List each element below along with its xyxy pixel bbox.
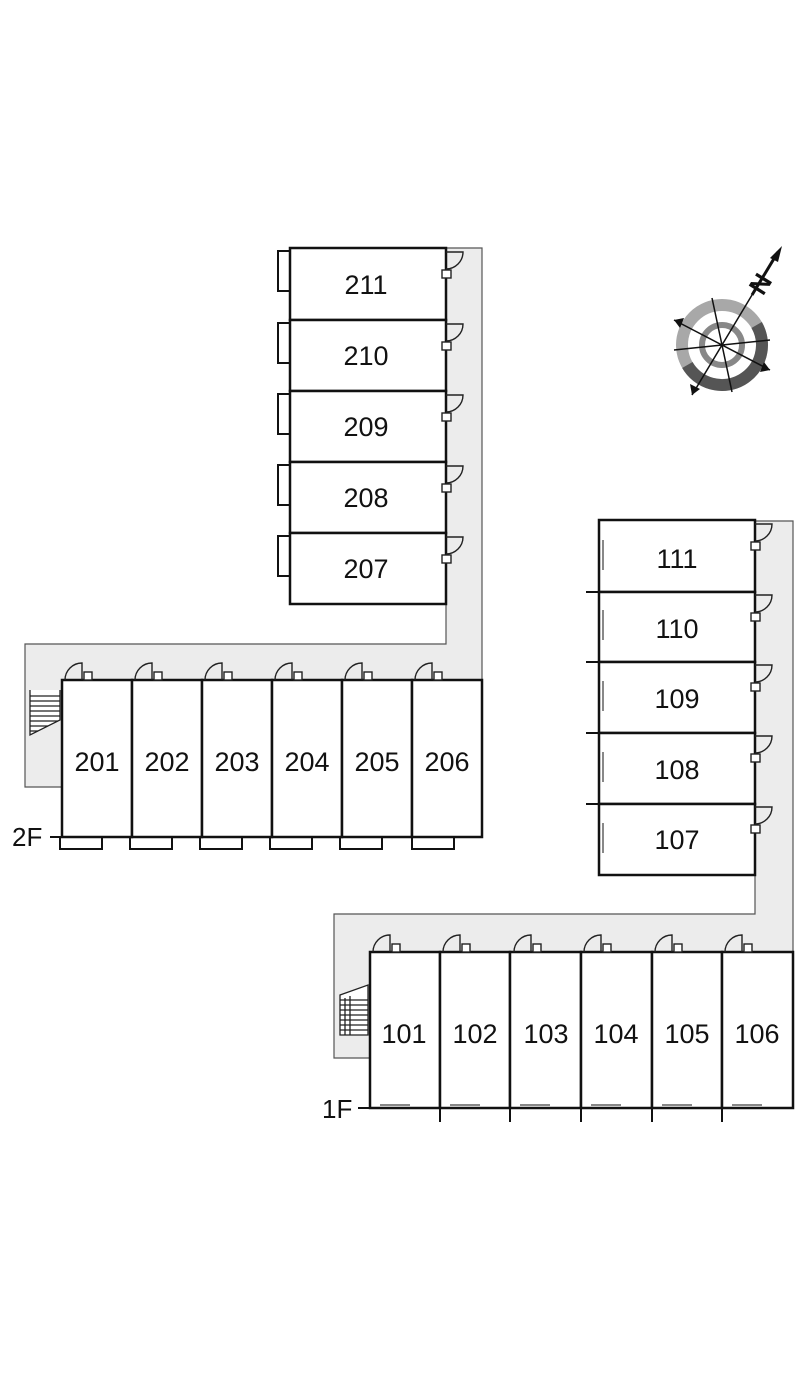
doors-1f-row	[372, 934, 753, 953]
units-2f-column: 211 210 209 208 207	[277, 246, 464, 606]
unit-label: 104	[593, 1019, 638, 1049]
unit-203	[200, 678, 274, 839]
unit-label: 204	[284, 747, 329, 777]
stairs-2f	[29, 690, 61, 737]
doors-2f-row	[64, 662, 443, 681]
floor-label-1f: 1F	[322, 1094, 352, 1124]
unit-207	[288, 531, 448, 606]
unit-label: 102	[452, 1019, 497, 1049]
unit-202	[130, 678, 204, 839]
unit-label: 209	[343, 412, 388, 442]
unit-label: 208	[343, 483, 388, 513]
stairs-1f	[339, 984, 369, 1036]
unit-201	[60, 678, 134, 839]
unit-103	[508, 950, 583, 1110]
floor-label-2f: 2F	[12, 822, 42, 852]
windows-1f-column	[586, 540, 604, 853]
doors-1f-column	[750, 523, 773, 834]
units-1f-column: 111 110 109 108 107	[586, 518, 773, 877]
unit-label: 210	[343, 341, 388, 371]
unit-105	[650, 950, 724, 1110]
unit-label: 107	[654, 825, 699, 855]
compass-icon: N	[673, 246, 782, 396]
unit-label: 207	[343, 554, 388, 584]
unit-209	[288, 389, 448, 464]
unit-label: 201	[74, 747, 119, 777]
unit-106	[720, 950, 795, 1110]
unit-label: 202	[144, 747, 189, 777]
compass-north-label: N	[743, 268, 778, 300]
unit-label: 205	[354, 747, 399, 777]
unit-label: 111	[656, 544, 697, 574]
unit-label: 101	[381, 1019, 426, 1049]
balconies-2f-row	[59, 837, 455, 850]
unit-label: 211	[344, 270, 387, 300]
unit-102	[438, 950, 512, 1110]
unit-204	[270, 678, 344, 839]
unit-label: 110	[655, 614, 698, 644]
unit-label: 109	[654, 684, 699, 714]
unit-107	[597, 802, 757, 877]
unit-label: 206	[424, 747, 469, 777]
unit-108	[597, 731, 757, 806]
doors-2f-column	[441, 251, 464, 564]
unit-206	[410, 678, 484, 839]
unit-label: 108	[654, 755, 699, 785]
unit-label: 105	[664, 1019, 709, 1049]
unit-208	[288, 460, 448, 535]
unit-label: 103	[523, 1019, 568, 1049]
unit-211	[288, 246, 448, 322]
windows-1f-row	[380, 1104, 762, 1122]
unit-label: 106	[734, 1019, 779, 1049]
units-1f-row: 101 102 103 104 105 106	[368, 934, 795, 1122]
units-2f-row: 201 202 203 204 205 206	[59, 662, 484, 850]
unit-label: 203	[214, 747, 259, 777]
balconies-2f-column	[277, 250, 290, 577]
unit-109	[597, 660, 757, 735]
unit-101	[368, 950, 442, 1110]
